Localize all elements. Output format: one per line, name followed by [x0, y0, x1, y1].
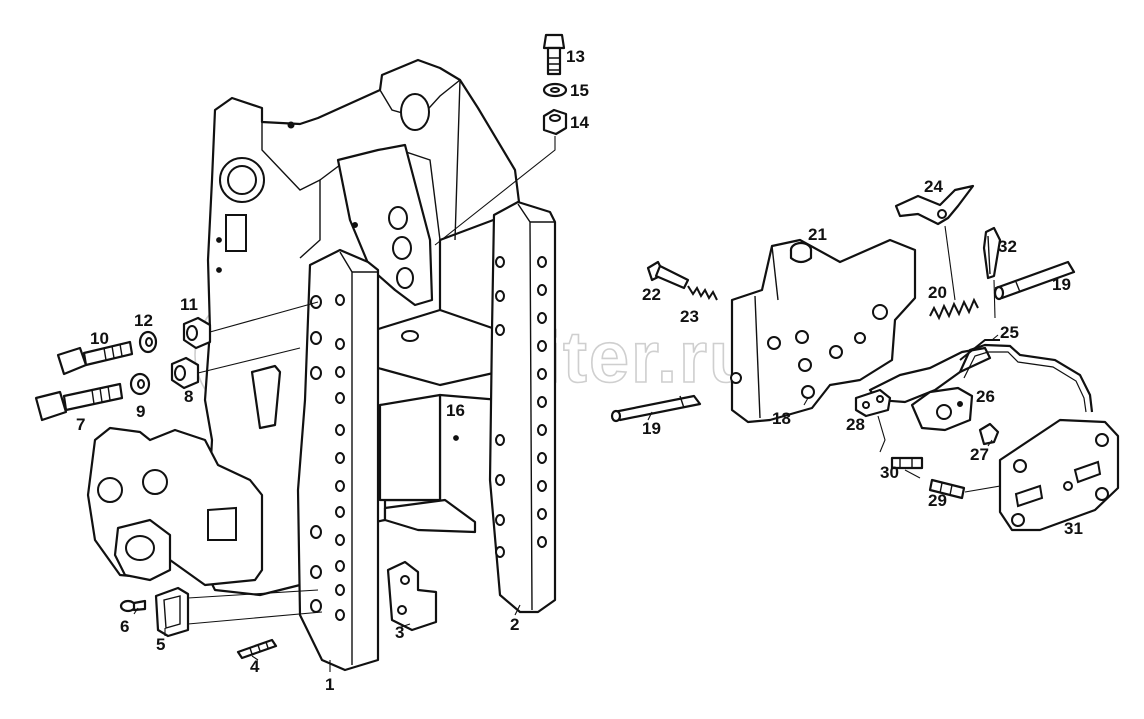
- pin-19-upper: [993, 260, 1076, 301]
- screw-6: [119, 599, 147, 613]
- bolt-13: [542, 33, 566, 76]
- callout-8: 8: [184, 387, 193, 406]
- callout-12: 12: [134, 311, 153, 330]
- callout-10: 10: [90, 329, 109, 348]
- center-bracket: [373, 308, 500, 534]
- callout-11: 11: [180, 295, 198, 314]
- callout-13: 13: [566, 47, 585, 66]
- bolt-22: [646, 260, 690, 290]
- callout-4: 4: [250, 657, 260, 676]
- callout-labels: 1 2 3 4 5 6 7 8 9 10 11 12 13 14 15 16 1…: [76, 47, 1083, 694]
- housing-18: [730, 238, 917, 424]
- callout-7: 7: [76, 415, 85, 434]
- lift-arm: [336, 143, 434, 307]
- callout-28: 28: [846, 415, 865, 434]
- spring-20: [929, 297, 979, 321]
- spring-23: [687, 285, 718, 301]
- rail-1: [296, 248, 380, 672]
- washer-15: [542, 82, 568, 98]
- plug-21: [789, 241, 813, 264]
- pin-19-lower: [610, 394, 702, 423]
- bolt-7: [34, 382, 124, 422]
- bolt-10: [56, 340, 134, 376]
- callout-15: 15: [570, 81, 589, 100]
- callout-25: 25: [1000, 323, 1019, 342]
- callout-31: 31: [1064, 519, 1083, 538]
- callout-6: 6: [120, 617, 129, 636]
- leader-lines: [133, 136, 1001, 672]
- callout-18: 18: [772, 409, 791, 428]
- cotter-pin-32: [982, 226, 1002, 280]
- callout-29: 29: [928, 491, 947, 510]
- screw-27: [978, 422, 1000, 446]
- bracket-3: [386, 560, 438, 632]
- callout-1: 1: [325, 675, 334, 694]
- callout-32: 32: [998, 237, 1017, 256]
- pin-29: [928, 478, 966, 500]
- callout-2: 2: [510, 615, 519, 634]
- lever-24: [894, 184, 975, 226]
- callout-14: 14: [570, 113, 589, 132]
- callout-9: 9: [136, 402, 145, 421]
- callout-16: 16: [446, 401, 465, 420]
- callout-21: 21: [808, 225, 827, 244]
- plate-5: [154, 586, 190, 638]
- link-plate-28: [854, 388, 892, 418]
- bottom-side-plates: [86, 364, 282, 587]
- callout-5: 5: [156, 635, 165, 654]
- rail-2: [488, 200, 557, 614]
- callout-3: 3: [395, 623, 404, 642]
- callout-30: 30: [880, 463, 899, 482]
- callout-19-upper: 19: [1052, 275, 1071, 294]
- nut-14: [542, 108, 568, 136]
- callout-26: 26: [976, 387, 995, 406]
- pin-30: [890, 456, 924, 470]
- callout-27: 27: [970, 445, 989, 464]
- linkage-26: [868, 339, 1094, 432]
- callout-23: 23: [680, 307, 699, 326]
- callout-24: 24: [924, 177, 943, 196]
- callout-19-lower: 19: [642, 419, 661, 438]
- callout-20: 20: [928, 283, 947, 302]
- pin-4: [236, 638, 278, 660]
- callout-22: 22: [642, 285, 661, 304]
- cover-31: [998, 418, 1120, 532]
